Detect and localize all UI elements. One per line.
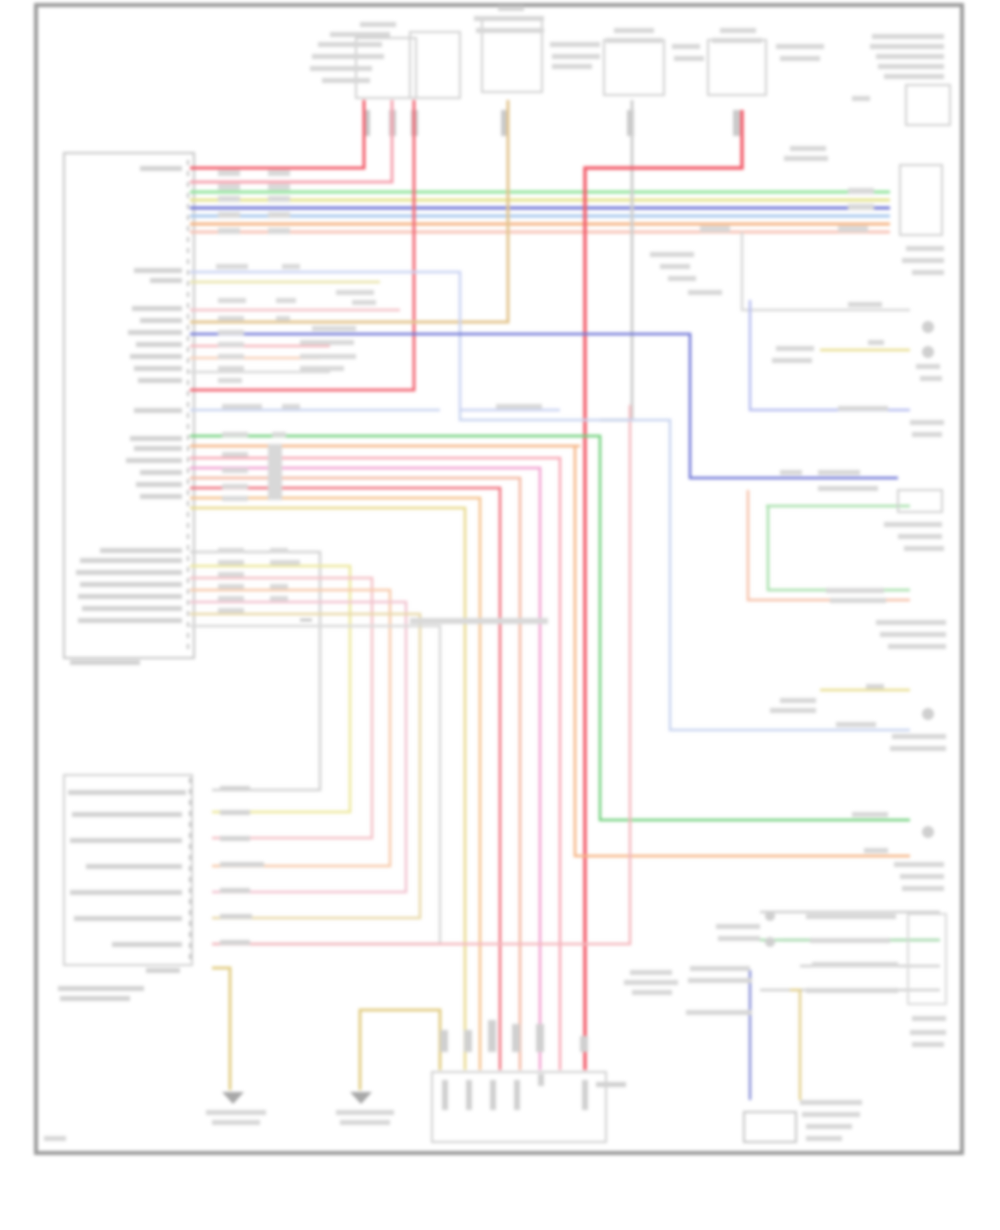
top-connector-ticks — [363, 110, 740, 136]
top-component-labels — [310, 6, 944, 275]
signal-wires-middle — [190, 270, 910, 1070]
lower-left-wire-labels — [218, 548, 548, 624]
ground-leads — [212, 966, 442, 1090]
harness-connector-tags — [218, 170, 874, 234]
ground-symbols — [222, 1092, 372, 1104]
control-unit-box — [63, 152, 195, 659]
lower-left-wires — [190, 405, 632, 946]
diagram-frame — [34, 3, 964, 1155]
right-component-labels — [44, 252, 946, 1141]
top-component-boxes — [355, 19, 951, 236]
lower-module-box — [63, 774, 193, 966]
bottom-connector — [431, 1020, 626, 1143]
right-components — [743, 321, 947, 1143]
control-unit-pin-labels — [70, 166, 182, 665]
ground-labels — [206, 1110, 394, 1125]
red-power-feed — [583, 110, 744, 1070]
lower-module-pin-labels — [58, 786, 264, 1001]
middle-wire-labels — [216, 264, 542, 501]
main-harness-wires — [190, 100, 890, 422]
